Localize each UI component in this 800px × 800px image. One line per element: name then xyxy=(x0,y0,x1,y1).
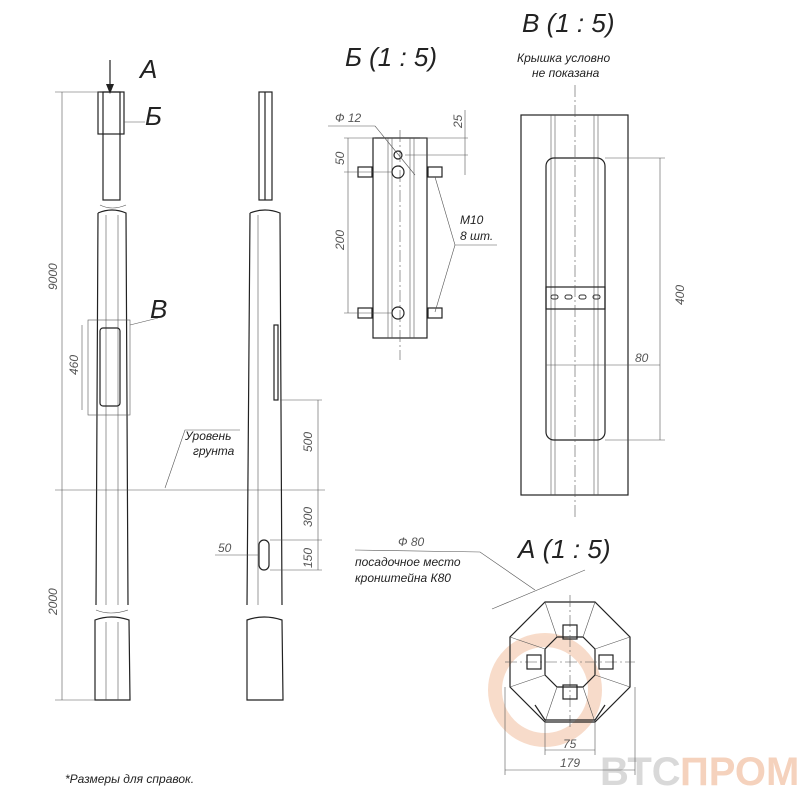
footnote: *Размеры для справок. xyxy=(65,772,194,786)
pole-front-view xyxy=(87,60,131,701)
detail-v-title: В (1 : 5) xyxy=(522,8,614,38)
view-label-b: Б xyxy=(145,101,162,131)
detail-a-title: А (1 : 5) xyxy=(516,534,610,564)
detail-b-title: Б (1 : 5) xyxy=(345,42,437,72)
dim-150: 150 xyxy=(301,548,315,568)
view-label-v: В xyxy=(150,294,167,324)
watermark-text-2: ПРОМ xyxy=(680,750,799,794)
dim-total-height: 9000 xyxy=(46,263,60,290)
dim-hole-diameter: Ф 12 xyxy=(335,111,362,125)
dim-179: 179 xyxy=(560,756,580,770)
dim-hatch-height: 460 xyxy=(67,355,81,375)
dim-500: 500 xyxy=(301,432,315,452)
dim-buried-depth: 2000 xyxy=(46,588,60,616)
pole-side-view xyxy=(246,91,284,701)
dim-300: 300 xyxy=(301,507,315,527)
dim-200: 200 xyxy=(333,230,347,251)
bolts-spec: М10 xyxy=(460,213,484,227)
dim-400: 400 xyxy=(673,285,687,305)
dim-seat-diameter: Ф 80 xyxy=(398,535,425,549)
ground-level-label-2: грунта xyxy=(193,444,235,458)
seat-label-1: посадочное место xyxy=(355,555,461,569)
dim-75: 75 xyxy=(563,737,577,751)
seat-label-2: кронштейна К80 xyxy=(355,571,451,585)
ground-level-label-1: Уровень xyxy=(184,429,231,443)
detail-v-note-2: не показана xyxy=(532,66,600,80)
view-label-a: А xyxy=(138,54,157,84)
bolts-count: 8 шт. xyxy=(460,229,493,243)
detail-v-note-1: Крышка условно xyxy=(517,51,611,65)
detail-v-drawing xyxy=(520,85,629,520)
detail-a-drawing xyxy=(505,595,635,730)
dim-25: 25 xyxy=(451,114,465,129)
watermark-text-1: ВТС xyxy=(600,750,681,794)
dim-80: 80 xyxy=(635,351,649,365)
dim-slot: 50 xyxy=(218,541,232,555)
dim-50: 50 xyxy=(333,151,347,165)
detail-b-drawing xyxy=(357,130,443,360)
